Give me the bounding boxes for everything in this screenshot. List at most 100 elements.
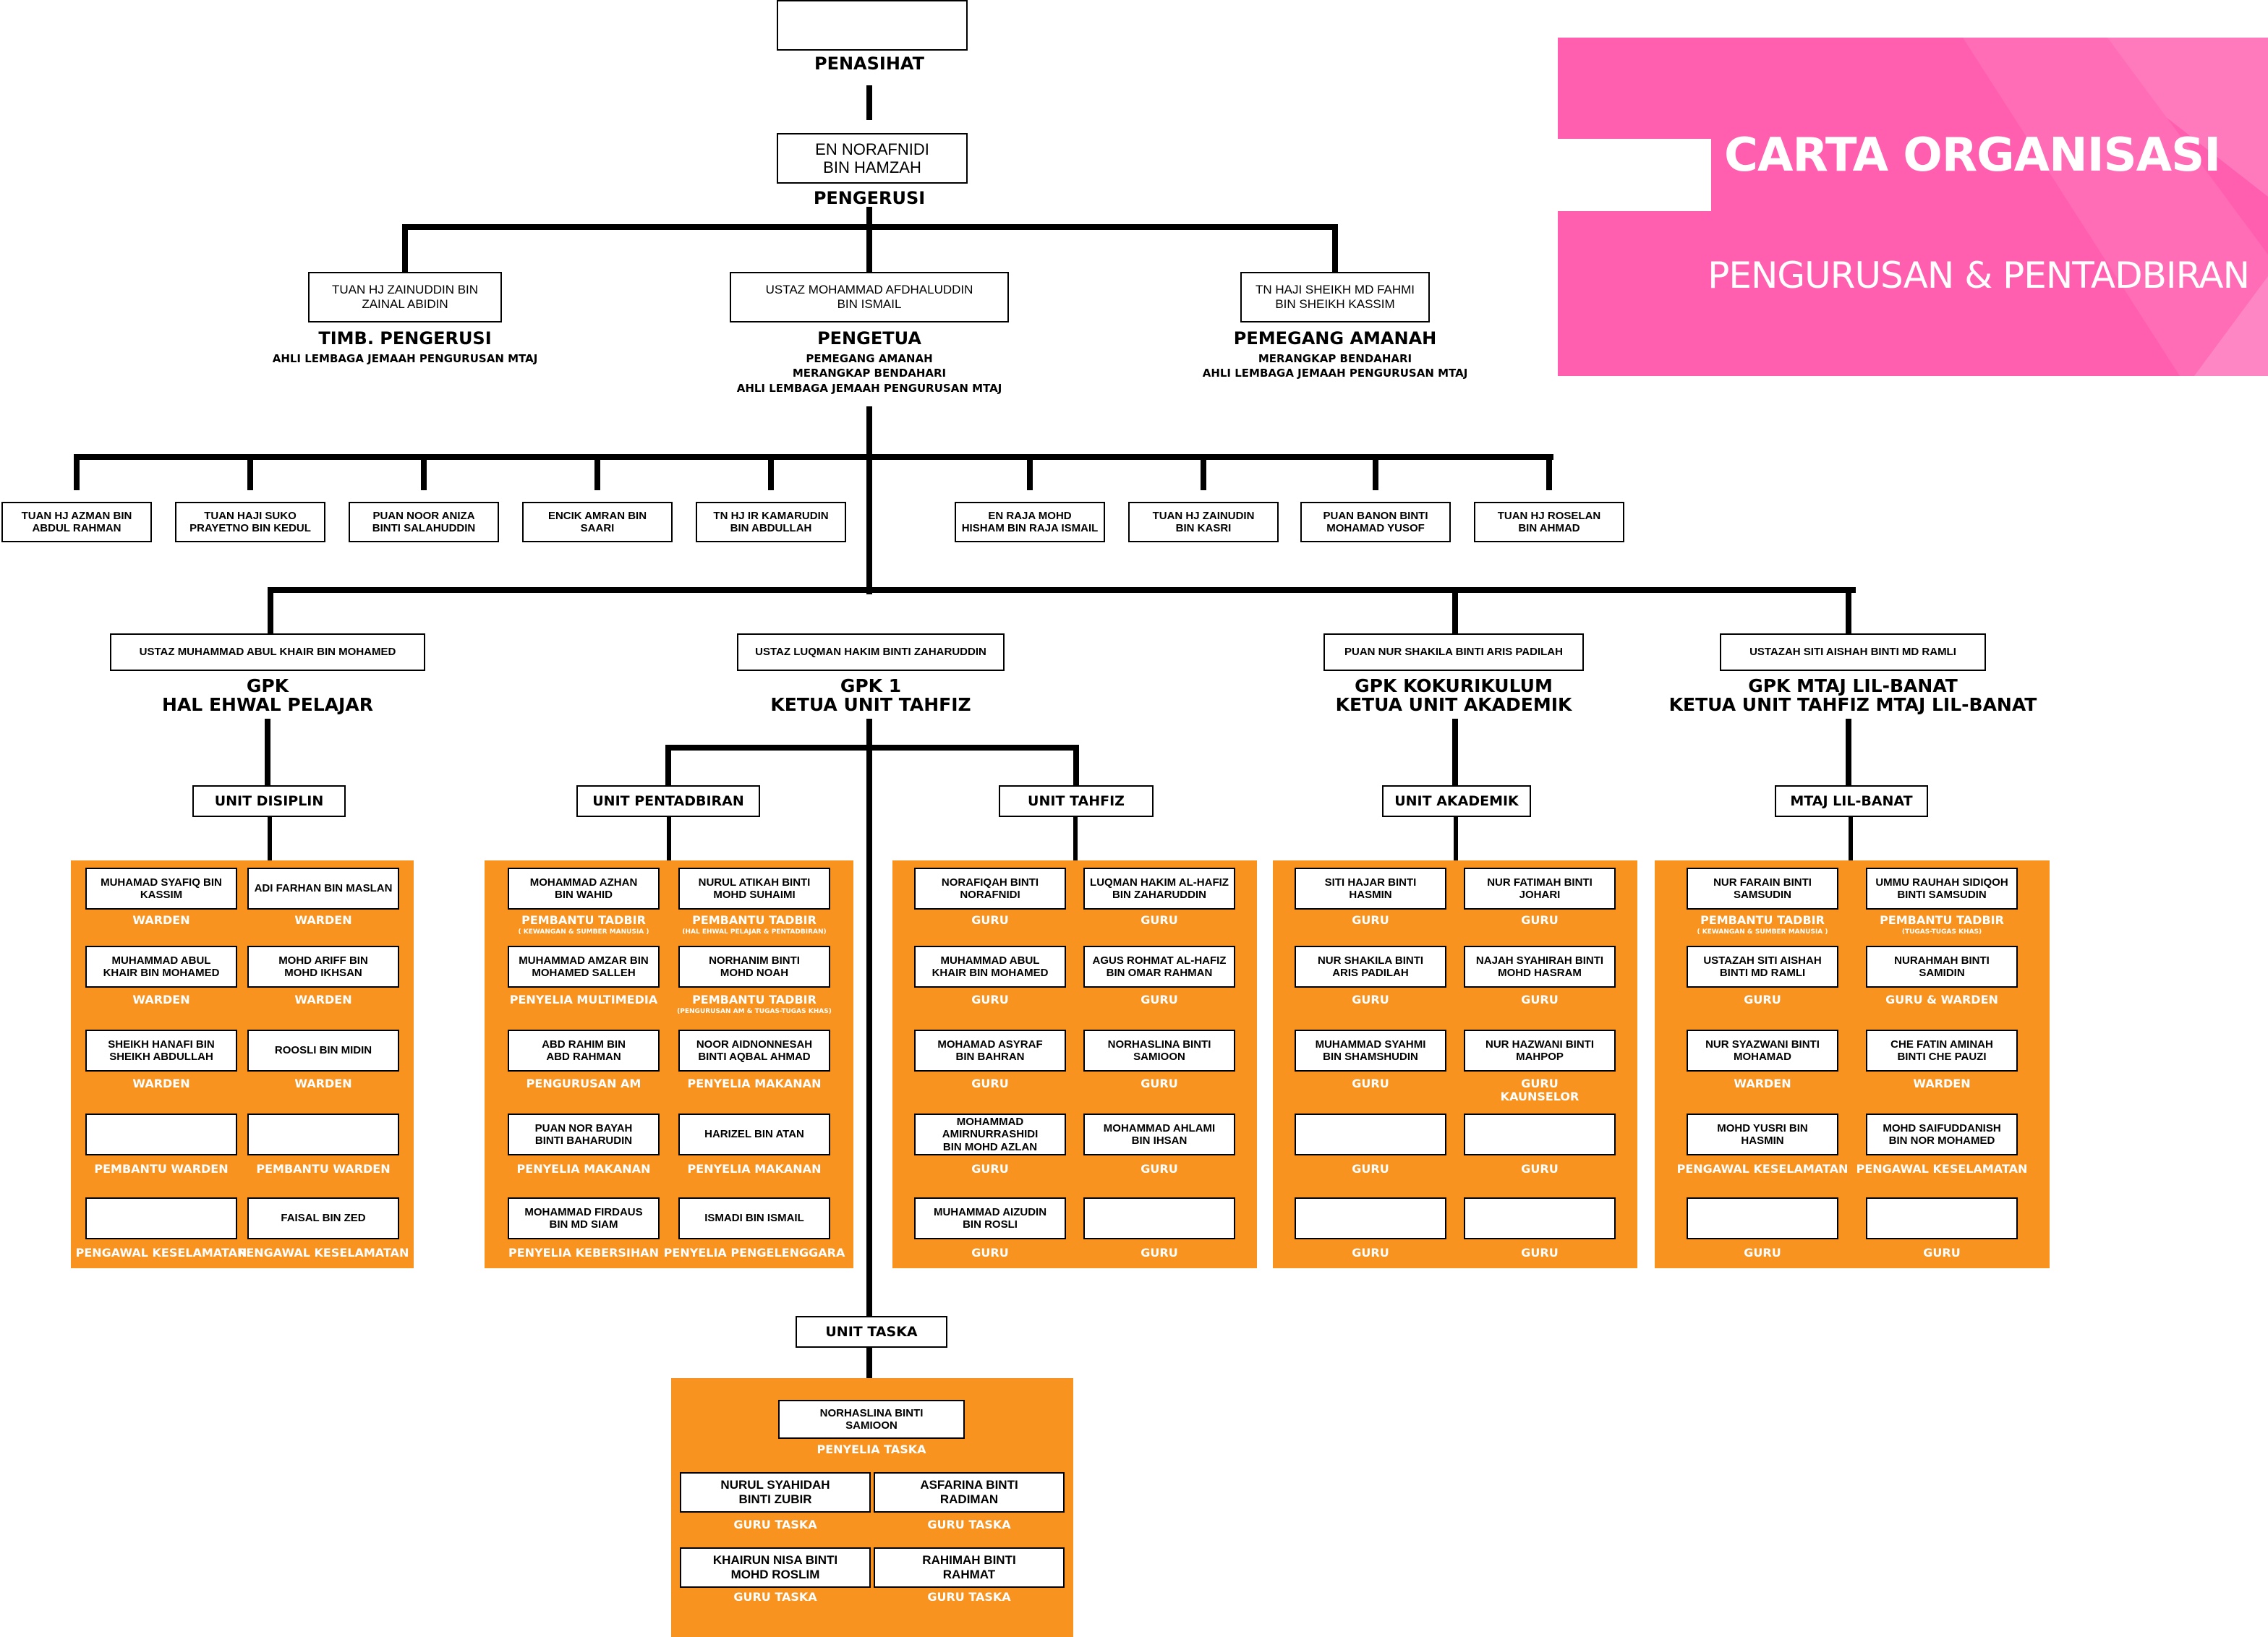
staff-name: CHE FATIN AMINAH BINTI CHE PAUZI [1890,1038,1993,1063]
staff-name: MUHAMMAD ABUL KHAIR BIN MOHAMED [103,954,220,979]
staff-role: GURU [1521,1247,1558,1260]
staff-role-note: ( KEWANGAN & SUMBER MANUSIA ) [1697,928,1828,936]
line-trunk-2 [866,719,872,1317]
staff-name: MOHAMMAD FIRDAUS BIN MD SIAM [524,1205,643,1231]
staff-role: WARDEN [294,993,351,1006]
gpk-title: GPK HAL EHWAL PELAJAR [162,675,373,716]
staff-role: PEMBANTU TADBIR(HAL EHWAL PELAJAR & PENT… [682,914,826,936]
staff-name: KHAIRUN NISA BINTI MOHD ROSLIM [712,1553,838,1581]
staff-box: NORHANIM BINTI MOHD NOAH [678,946,830,988]
unit-tahfiz-label: UNIT TAHFIZ [999,785,1154,817]
staff-box [85,1114,237,1155]
staff-role-text: PEMBANTU TADBIR [1880,913,2004,927]
staff-role-text: PEMBANTU TADBIR [521,913,646,927]
staff-name: MOHAMMAD AMIRNURRASHIDI BIN MOHD AZLAN [942,1116,1039,1153]
staff-role: GURU TASKA [927,1518,1011,1531]
staff-role: GURU [1352,1247,1389,1260]
staff-name: USTAZAH SITI AISHAH BINTI MD RAMLI [1703,954,1822,979]
staff-role: GURU [1521,1163,1558,1176]
staff-name: RAHIMAH BINTI RAHMAT [922,1553,1016,1581]
staff-box: ISMADI BIN ISMAIL [678,1197,830,1239]
unit-disiplin-label: UNIT DISIPLIN [192,785,346,817]
staff-name: MUHAMAD SYAFIQ BIN KASSIM [101,876,222,901]
staff-box [1464,1114,1616,1155]
staff-name: ABD RAHIM BIN ABD RAHMAN [542,1038,626,1063]
staff-name: MUHAMMAD SYAHMI BIN SHAMSHUDIN [1315,1038,1426,1063]
staff-box [1687,1197,1838,1239]
staff-role-text: GURU [1744,1246,1781,1260]
staff-box: SITI HAJAR BINTI HASMIN [1295,868,1446,910]
staff-role-text: GURU [971,1077,1009,1090]
staff-name: SITI HAJAR BINTI HASMIN [1324,876,1417,901]
staff-role: PEMBANTU TADBIR( KEWANGAN & SUMBER MANUS… [1697,914,1828,936]
line-gpk-1 [268,587,273,635]
member-name: TUAN HJ AZMAN BIN ABDUL RAHMAN [21,509,132,534]
staff-role-text: GURU [1141,1162,1178,1176]
staff-role-text: WARDEN [132,993,190,1006]
staff-name: AGUS ROHMAT AL-HAFIZ BIN OMAR RAHMAN [1092,954,1227,979]
pengerusi-title: PENGERUSI [813,188,926,208]
staff-box: MOHAMMAD AMIRNURRASHIDI BIN MOHD AZLAN [914,1114,1066,1155]
staff-role-text: PENYELIA MULTIMEDIA [509,993,658,1006]
line-tahfiz-panel [1073,816,1078,860]
staff-role: GURU KAUNSELOR [1501,1077,1580,1103]
staff-box: NUR FATIMAH BINTI JOHARI [1464,868,1616,910]
staff-box: ASFARINA BINTI RADIMAN [874,1472,1065,1513]
line-gpk-3 [1452,587,1458,635]
line-penasihat [866,85,872,120]
staff-box: KHAIRUN NISA BINTI MOHD ROSLIM [680,1547,871,1588]
staff-role-note: (PENGURUSAN AM & TUGAS-TUGAS KHAS) [677,1007,832,1015]
staff-role: WARDEN [132,914,189,927]
staff-role: WARDEN [1734,1077,1791,1090]
line-pentadbiran-panel [667,816,671,860]
staff-name: ASFARINA BINTI RADIMAN [920,1478,1018,1506]
staff-role: PEMBANTU WARDEN [94,1163,228,1176]
staff-box: MOHAMMAD FIRDAUS BIN MD SIAM [508,1197,660,1239]
staff-name: UMMU RAUHAH SIDIQOH BINTI SAMSUDIN [1875,876,2008,901]
level2-box: TN HAJI SHEIKH MD FAHMI BIN SHEIKH KASSI… [1240,272,1430,322]
staff-role: GURU [1521,993,1558,1006]
staff-name: SHEIKH HANAFI BIN SHEIKH ABDULLAH [108,1038,215,1063]
staff-name: MUHAMMAD AIZUDIN BIN ROSLI [933,1205,1047,1231]
level2-subtitle: PEMEGANG AMANAH MERANGKAP BENDAHARI AHLI… [736,352,1002,395]
staff-role-text: GURU [971,913,1009,927]
staff-box: FAISAL BIN ZED [247,1197,399,1239]
line-level2-mid [866,224,872,272]
staff-box: SHEIKH HANAFI BIN SHEIKH ABDULLAH [85,1030,237,1072]
staff-box: PUAN NOR BAYAH BINTI BAHARUDIN [508,1114,660,1155]
staff-role: GURU [1352,993,1389,1006]
staff-role: GURU [1923,1247,1960,1260]
staff-name: MUHAMMAD AMZAR BIN MOHAMED SALLEH [519,954,649,979]
staff-role-text: PEMBANTU WARDEN [256,1162,391,1176]
staff-name: LUQMAN HAKIM AL-HAFIZ BIN ZAHARUDDIN [1090,876,1229,901]
staff-box: ABD RAHIM BIN ABD RAHMAN [508,1030,660,1072]
staff-role: GURU [1352,1163,1389,1176]
staff-role: GURU [1141,1247,1177,1260]
staff-name: ROOSLI BIN MIDIN [274,1044,372,1057]
staff-box: MUHAMMAD SYAHMI BIN SHAMSHUDIN [1295,1030,1446,1072]
staff-box: RAHIMAH BINTI RAHMAT [874,1547,1065,1588]
staff-role-text: GURU [1521,913,1559,927]
staff-box: MUHAMMAD AIZUDIN BIN ROSLI [914,1197,1066,1239]
gpk-box: PUAN NUR SHAKILA BINTI ARIS PADILAH [1323,633,1584,671]
staff-role: PENYELIA MAKANAN [517,1163,651,1176]
staff-role-text: GURU [971,1246,1009,1260]
staff-role: WARDEN [132,1077,189,1090]
staff-role-text: PENGAWAL KESELAMATAN [237,1246,409,1260]
gpk-box: USTAZAH SITI AISHAH BINTI MD RAMLI [1720,633,1986,671]
member-name: TUAN HJ ROSELAN BIN AHMAD [1497,509,1601,534]
staff-role-text: GURU & WARDEN [1885,993,1998,1006]
member-name: EN RAJA MOHD HISHAM BIN RAJA ISMAIL [961,509,1099,534]
staff-role-text: GURU [1744,993,1781,1006]
line-lilbanat [1846,719,1851,785]
staff-box: USTAZAH SITI AISHAH BINTI MD RAMLI [1687,946,1838,988]
staff-name: NORHASLINA BINTI SAMIOON [1107,1038,1211,1063]
staff-name: MOHD ARIFF BIN MOHD IKHSAN [278,954,368,979]
member-name: ENCIK AMRAN BIN SAARI [547,509,647,534]
gpk-name: PUAN NUR SHAKILA BINTI ARIS PADILAH [1344,646,1563,659]
staff-role: WARDEN [1913,1077,1970,1090]
staff-box: MUHAMMAD ABUL KHAIR BIN MOHAMED [85,946,237,988]
staff-role-text: GURU [1352,913,1389,927]
line-level2-left [402,224,408,272]
unit-pentadbiran-label: UNIT PENTADBIRAN [576,785,760,817]
